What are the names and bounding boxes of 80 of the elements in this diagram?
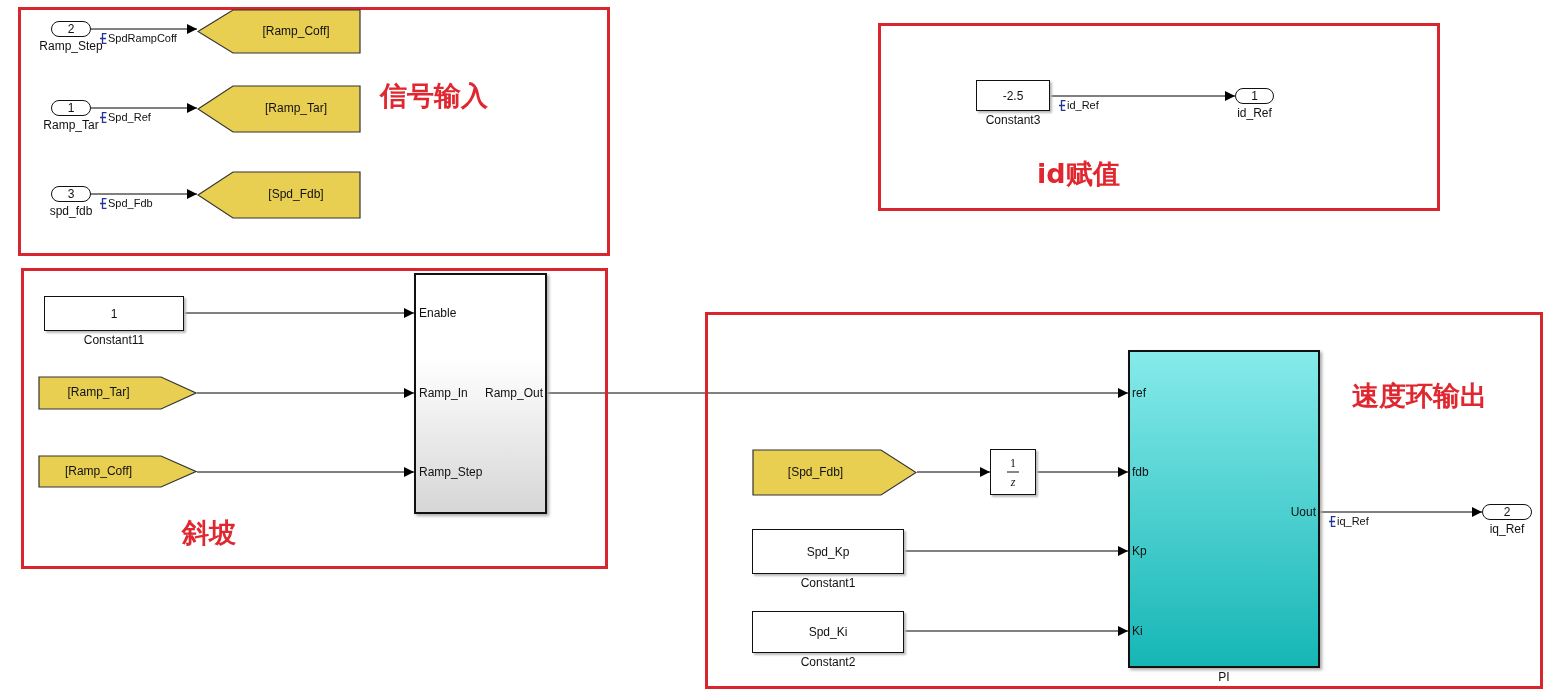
block-name: Constant11 xyxy=(83,333,145,347)
from-tag xyxy=(752,449,917,496)
subsystem-block xyxy=(414,273,547,514)
group-frame xyxy=(705,312,1543,689)
port-label: fdb xyxy=(1132,465,1149,479)
block-name: Ramp_Tar xyxy=(43,118,99,132)
constant-block xyxy=(752,529,904,574)
signal-arrow xyxy=(916,467,991,477)
block-name: Constant2 xyxy=(800,655,856,669)
tag-label: [Ramp_Tar] xyxy=(67,385,130,399)
tag-label: [Ramp_Coff] xyxy=(262,23,330,38)
port-block xyxy=(51,186,91,202)
goto-tag xyxy=(197,171,361,219)
group-frame xyxy=(18,7,610,256)
signal-arrow xyxy=(903,546,1129,556)
signal-arrow xyxy=(196,388,415,398)
from-tag xyxy=(38,455,197,488)
fraction-numerator: 1 xyxy=(1010,456,1016,470)
group-frame xyxy=(21,268,608,569)
signal-label: SpdRampCoff xyxy=(108,32,177,45)
fraction-denominator: z xyxy=(1010,475,1016,489)
port-number: 2 xyxy=(67,22,75,36)
port-label: Uout xyxy=(1290,505,1316,519)
signal-label: id_Ref xyxy=(1067,99,1099,112)
signal-arrow xyxy=(90,24,198,34)
port-label: Ramp_Out xyxy=(484,386,543,400)
block-name: iq_Ref xyxy=(1489,522,1525,536)
group-title: 速度环输出 xyxy=(1352,380,1487,412)
port-number: 1 xyxy=(67,101,75,115)
signal-label: iq_Ref xyxy=(1337,515,1369,528)
goto-tag xyxy=(197,9,361,54)
block-name: PI xyxy=(1218,670,1230,684)
constant-block xyxy=(44,296,184,331)
port-label: Ramp_In xyxy=(419,386,468,400)
port-number: 3 xyxy=(67,187,75,201)
tag-label: [Ramp_Tar] xyxy=(265,101,327,115)
port-label: Kp xyxy=(1132,544,1147,558)
signal-arrow xyxy=(1319,507,1483,517)
group-title: 斜坡 xyxy=(182,517,236,549)
constant-block xyxy=(976,80,1050,111)
port-block xyxy=(51,100,91,116)
from-tag xyxy=(38,376,197,410)
port-number: 2 xyxy=(1503,505,1511,519)
block-value: Spd_Ki xyxy=(808,625,848,639)
signal-arrow xyxy=(196,467,415,477)
block-name: id_Ref xyxy=(1237,106,1272,120)
port-label: Ki xyxy=(1132,624,1143,638)
block-name: spd_fdb xyxy=(49,204,93,218)
block-name: Constant1 xyxy=(800,576,856,590)
block-name: Ramp_Step xyxy=(39,39,103,53)
block-value: 1 xyxy=(110,306,118,321)
signal-label: Spd_Fdb xyxy=(108,197,153,210)
constant-block xyxy=(752,611,904,653)
tag-label: [Spd_Fdb] xyxy=(787,464,844,479)
block-value: -2.5 xyxy=(1002,88,1024,103)
tag-label: [Ramp_Coff] xyxy=(64,463,133,478)
port-label: Ramp_Step xyxy=(419,465,483,479)
signal-arrow xyxy=(1035,467,1129,477)
port-block xyxy=(1482,504,1532,520)
block-value: Spd_Kp xyxy=(806,544,850,559)
delay-block xyxy=(990,449,1036,495)
tag-label: [Spd_Fdb] xyxy=(268,187,324,201)
pi-block xyxy=(1128,350,1320,668)
group-title: 信号输入 xyxy=(380,80,488,112)
signal-arrow xyxy=(546,388,1129,398)
signal-label: Spd_Ref xyxy=(108,111,151,124)
signal-arrow xyxy=(903,626,1129,636)
block-name: Constant3 xyxy=(985,113,1041,127)
signal-arrow xyxy=(1049,91,1236,101)
goto-tag xyxy=(197,85,361,133)
group-title: id赋值 xyxy=(1037,158,1120,190)
signal-arrow xyxy=(183,308,415,318)
port-number: 1 xyxy=(1251,89,1258,103)
signal-arrow xyxy=(90,103,198,113)
port-label: ref xyxy=(1132,386,1146,400)
port-block xyxy=(1235,88,1274,104)
port-block xyxy=(51,21,91,37)
group-frame xyxy=(878,23,1440,211)
signal-arrow xyxy=(90,189,198,199)
port-label: Enable xyxy=(419,306,457,320)
